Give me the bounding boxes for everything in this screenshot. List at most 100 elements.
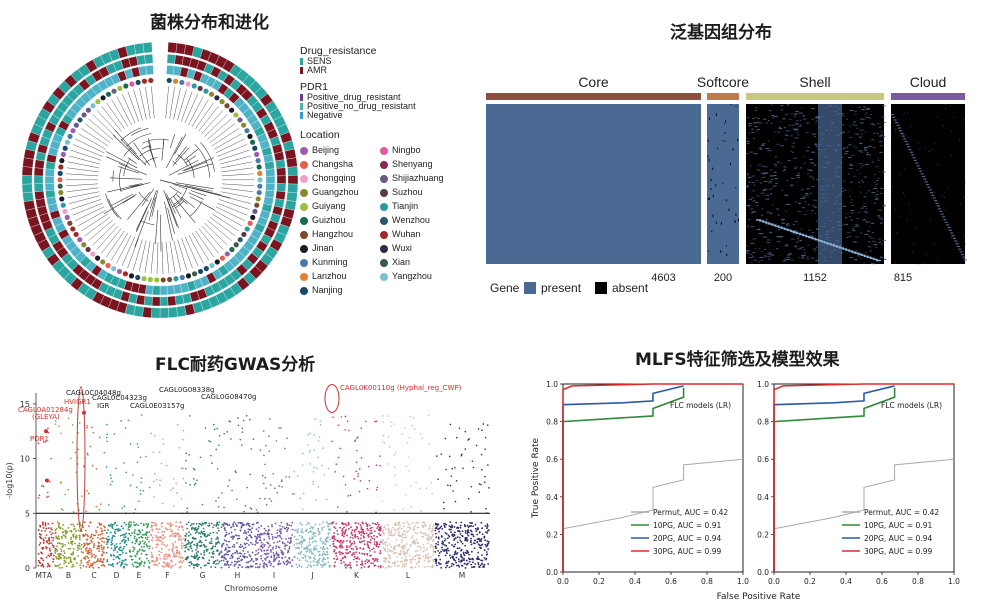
shell-present-cell xyxy=(881,116,885,118)
gwas-point xyxy=(100,527,102,530)
gwas-point xyxy=(445,532,448,535)
shell-present-cell xyxy=(794,166,798,168)
cloud-present-cell xyxy=(929,150,931,152)
shell-present-cell xyxy=(776,161,780,163)
shell-present-cell xyxy=(870,123,875,125)
ring-cell xyxy=(151,296,161,307)
gwas-point xyxy=(62,524,64,526)
ring-cell xyxy=(159,307,170,319)
shell-present-cell xyxy=(811,108,815,110)
legend-drug-title: Drug_resistance xyxy=(300,45,377,57)
gwas-point xyxy=(119,534,122,537)
gwas-point xyxy=(237,552,239,555)
tip-label xyxy=(173,240,182,272)
tip-label xyxy=(201,225,224,250)
gwas-point xyxy=(110,477,112,479)
gwas-point xyxy=(270,551,273,553)
shell-present-cell xyxy=(773,175,777,177)
shell-present-cell xyxy=(867,108,870,110)
gwas-point xyxy=(431,566,434,569)
gwas-point xyxy=(400,527,403,530)
shell-present-cell xyxy=(748,257,752,259)
gwas-point xyxy=(50,527,52,529)
gwas-point xyxy=(358,532,361,535)
shell-present-cell xyxy=(791,238,795,240)
location-dot xyxy=(179,79,185,86)
shell-present-cell xyxy=(857,150,862,152)
tip-label xyxy=(198,228,219,254)
gwas-point xyxy=(48,547,51,550)
gwas-point xyxy=(141,536,144,539)
gwas-point xyxy=(74,537,77,540)
gwas-point xyxy=(143,550,146,552)
shell-present-cell xyxy=(859,186,861,188)
gwas-point xyxy=(382,529,385,532)
gwas-point xyxy=(467,551,470,554)
gwas-point xyxy=(474,563,477,565)
gwas-point xyxy=(356,535,359,538)
softcore-absent-cell xyxy=(724,132,726,134)
shell-present-cell xyxy=(746,140,750,142)
gwas-point xyxy=(275,556,278,559)
gwas-point xyxy=(90,555,93,558)
cloud-diagonal-cell xyxy=(895,122,899,124)
location-dot xyxy=(123,83,129,89)
gwas-point xyxy=(404,556,407,558)
gwas-point xyxy=(461,535,464,538)
gwas-point xyxy=(210,537,213,540)
gwas-point xyxy=(422,532,425,535)
gwas-point xyxy=(111,525,114,528)
shell-present-cell xyxy=(746,205,750,207)
tree-branch xyxy=(173,187,188,205)
gwas-point xyxy=(121,551,124,554)
gwas-point xyxy=(76,523,79,526)
gwas-point xyxy=(388,446,391,448)
tree-branch xyxy=(185,185,213,192)
gwas-point xyxy=(43,441,45,443)
gwas-point xyxy=(272,551,275,554)
legend-location-item: Hangzhou xyxy=(300,229,380,239)
gwas-point xyxy=(100,564,103,567)
gwas-point xyxy=(444,522,446,525)
tree-branch xyxy=(149,189,157,209)
gwas-point xyxy=(215,563,218,565)
gwas-point xyxy=(396,529,399,532)
gwas-point xyxy=(73,528,75,531)
gwas-point xyxy=(461,530,464,533)
gwas-point xyxy=(264,557,266,560)
cloud-diagonal-cell xyxy=(891,114,894,116)
gwas-point xyxy=(333,557,335,560)
cloud-diagonal-cell xyxy=(899,130,903,132)
shell-present-cell xyxy=(883,122,886,124)
gwas-point xyxy=(205,548,208,551)
gwas-point xyxy=(151,539,154,542)
shell-present-cell xyxy=(874,196,878,198)
gwas-point xyxy=(125,471,128,474)
gwas-point xyxy=(130,558,133,561)
gwas-point xyxy=(484,436,487,439)
ring-cell xyxy=(276,175,287,184)
gwas-point xyxy=(61,566,63,569)
location-dot xyxy=(64,139,71,145)
gwas-point xyxy=(58,556,61,558)
gwas-point xyxy=(117,527,120,530)
cloud-diagonal-cell xyxy=(940,213,944,215)
shell-present-cell xyxy=(879,241,882,243)
gwas-point xyxy=(134,542,137,545)
gwas-point xyxy=(218,552,221,555)
gwas-point xyxy=(399,560,402,563)
gwas-point xyxy=(133,523,136,526)
gwas-point xyxy=(487,540,490,543)
gwas-point xyxy=(471,566,473,569)
gwas-point xyxy=(417,541,420,544)
gwas-point xyxy=(122,560,125,562)
gwas-point xyxy=(280,521,283,524)
tip-label xyxy=(173,88,181,120)
roc-ytick-label: 0.0 xyxy=(546,568,558,577)
gwas-point xyxy=(470,540,472,542)
gwas-point xyxy=(178,561,181,564)
shell-diagonal-cell xyxy=(832,245,838,247)
gwas-point xyxy=(403,560,406,563)
gwas-point xyxy=(461,453,463,456)
gwas-point xyxy=(375,544,378,547)
